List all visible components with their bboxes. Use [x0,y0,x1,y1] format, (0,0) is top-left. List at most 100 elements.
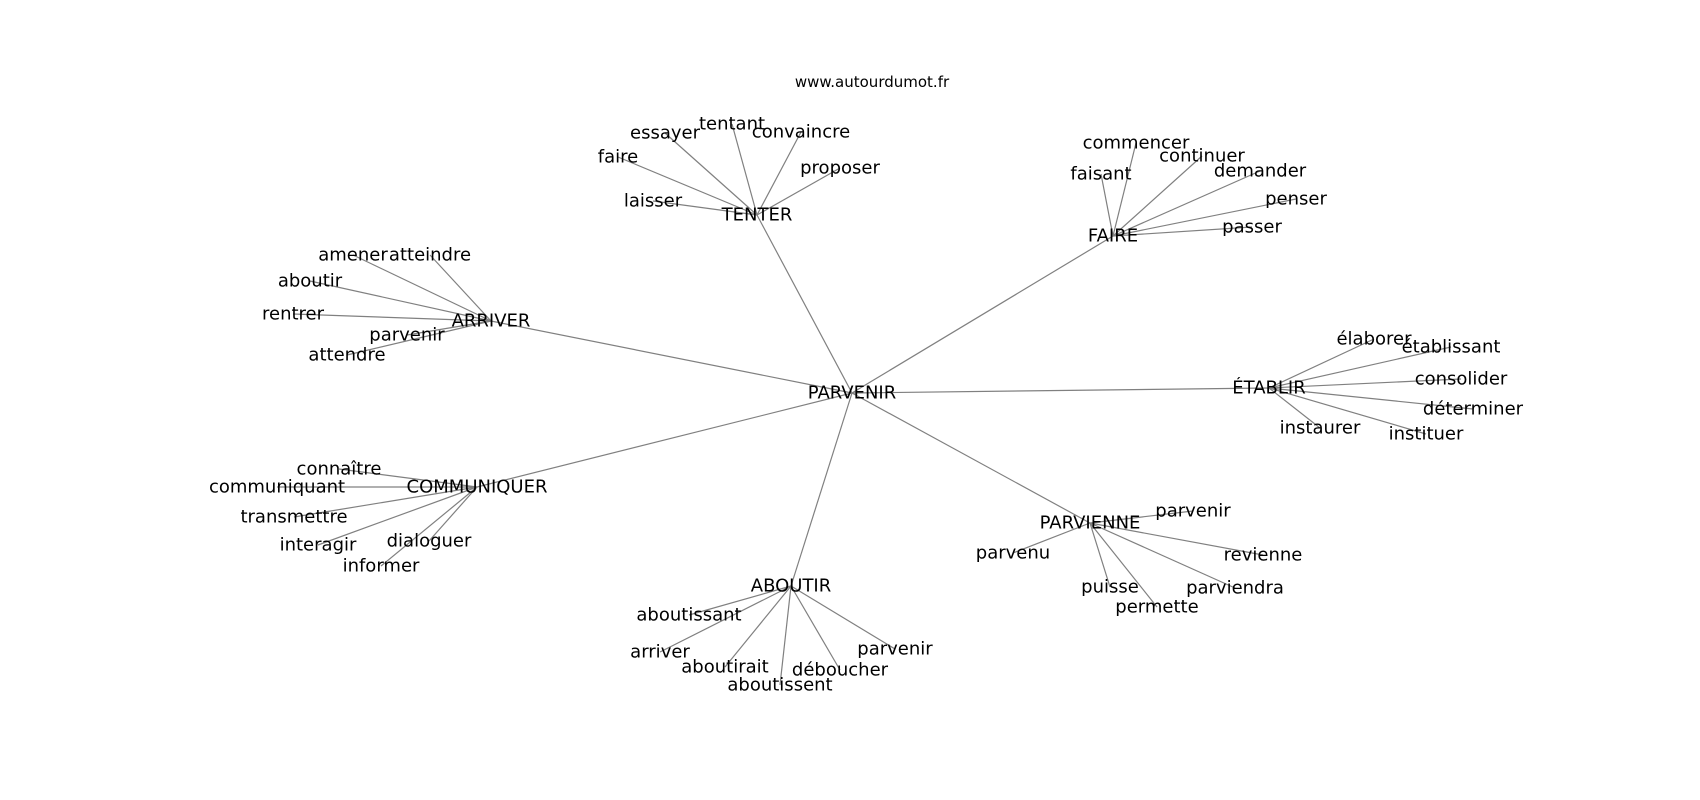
word-node-convaincre: convaincre [752,122,850,143]
edge-etablir-etablissant [1268,346,1452,389]
hub-node-tenter: TENTER [721,205,793,226]
edge-communiquer-informer [380,486,478,567]
edge-communiquer-connaitre [338,468,478,488]
edge-arriver-atteindre [429,254,492,322]
edge-faire-faisant [1100,173,1114,237]
word-node-dialoguer: dialoguer [387,531,472,552]
word-node-puisse: puisse [1081,577,1139,598]
edge-aboutir-parvenir [790,585,896,650]
source-watermark: www.autourdumot.fr [795,73,950,91]
edge-communiquer-interagir [317,486,478,546]
edge-parvienne-parviendra [1089,522,1236,589]
word-node-demander: demander [1214,161,1307,182]
edge-root-tenter [756,214,853,394]
hub-node-communiquer: COMMUNIQUER [407,477,548,498]
word-node-faisant: faisant [1070,164,1131,185]
word-node-parvenir: parvenir [1155,501,1231,522]
edge-arriver-attendre [346,320,492,356]
word-node-passer: passer [1222,217,1282,238]
edge-aboutir-aboutissent [779,585,792,686]
edge-parvienne-parvenir [1089,510,1194,524]
word-node-transmettre: transmettre [240,507,347,528]
edge-parvienne-puisse [1089,522,1111,588]
word-node-interagir: interagir [280,535,357,556]
word-node-essayer: essayer [630,123,701,144]
edge-parvienne-revienne [1089,522,1264,556]
edge-root-aboutir [790,392,853,587]
graph-edges [277,123,1474,686]
word-node-parvenir: parvenir [857,639,933,660]
word-node-attendre: attendre [308,345,385,366]
word-node-penser: penser [1265,189,1327,210]
word-node-deboucher: déboucher [792,660,889,681]
edge-etablir-consolider [1268,378,1462,389]
word-node-instituer: instituer [1389,424,1464,445]
edge-faire-commencer [1112,142,1137,237]
edge-etablir-instituer [1268,387,1427,435]
edge-root-etablir [851,387,1270,394]
hub-node-arriver: ARRIVER [452,311,531,332]
edge-root-parvienne [851,392,1091,524]
hub-node-etablir: ÉTABLIR [1232,377,1305,399]
root-node-label: PARVENIR [808,383,897,404]
edge-root-arriver [490,320,853,394]
word-node-commencer: commencer [1083,133,1190,154]
word-node-parviendra: parviendra [1186,578,1284,599]
edge-etablir-determiner [1268,387,1474,410]
edge-tenter-convaincre [756,131,802,216]
word-node-amener: amener [318,245,388,266]
hub-node-parvienne: PARVIENNE [1040,513,1141,534]
word-node-etablissant: établissant [1402,337,1501,358]
edge-faire-continuer [1112,155,1203,237]
edge-communiquer-transmettre [293,486,478,518]
edge-parvienne-parvenu [1012,522,1091,554]
word-node-determiner: déterminer [1423,399,1524,420]
word-node-instaurer: instaurer [1280,418,1361,439]
hub-node-aboutir: ABOUTIR [751,576,832,597]
edge-arriver-amener [352,254,492,322]
edge-arriver-rentrer [292,313,492,322]
word-node-aboutissent: aboutissent [727,675,832,696]
word-node-rentrer: rentrer [262,304,325,325]
word-node-arriver: arriver [630,642,690,663]
word-node-atteindre: atteindre [389,245,471,266]
edge-tenter-essayer [664,132,758,216]
edge-aboutir-deboucher [790,585,841,671]
word-node-laisser: laisser [624,191,683,212]
edge-root-faire [851,235,1114,394]
edge-root-communiquer [476,392,853,488]
edge-arriver-aboutir [309,280,492,322]
edge-arriver-parvenir [406,320,492,336]
edge-faire-demander [1112,170,1261,237]
word-node-elaborer: élaborer [1336,329,1412,350]
word-node-proposer: proposer [800,158,880,179]
word-node-connaitre: connaître [297,459,382,480]
edge-faire-penser [1112,198,1297,237]
edge-aboutir-aboutissant [688,585,792,616]
word-node-tentant: tentant [699,114,765,135]
hub-node-faire: FAIRE [1088,226,1138,247]
edge-tenter-proposer [756,167,841,216]
edge-tenter-faire [617,156,758,216]
word-node-revienne: revienne [1224,545,1303,566]
edge-tenter-tentant [731,123,758,216]
word-node-informer: informer [343,556,420,577]
edge-etablir-instaurer [1268,387,1321,429]
edge-aboutir-aboutirait [724,585,792,668]
word-node-parvenu: parvenu [976,543,1050,564]
edge-faire-passer [1112,226,1253,237]
edge-aboutir-arriver [659,585,792,653]
word-node-aboutirait: aboutirait [681,657,768,678]
edge-tenter-laisser [652,200,758,216]
word-node-parvenir: parvenir [369,325,445,346]
word-node-continuer: continuer [1159,146,1245,167]
word-node-aboutir: aboutir [278,271,343,292]
word-node-communiquant: communiquant [209,477,345,498]
word-node-faire: faire [598,147,638,168]
word-node-permette: permette [1115,597,1198,618]
word-node-consolider: consolider [1415,369,1508,390]
word-node-aboutissant: aboutissant [636,605,741,626]
edge-parvienne-permette [1089,522,1158,608]
